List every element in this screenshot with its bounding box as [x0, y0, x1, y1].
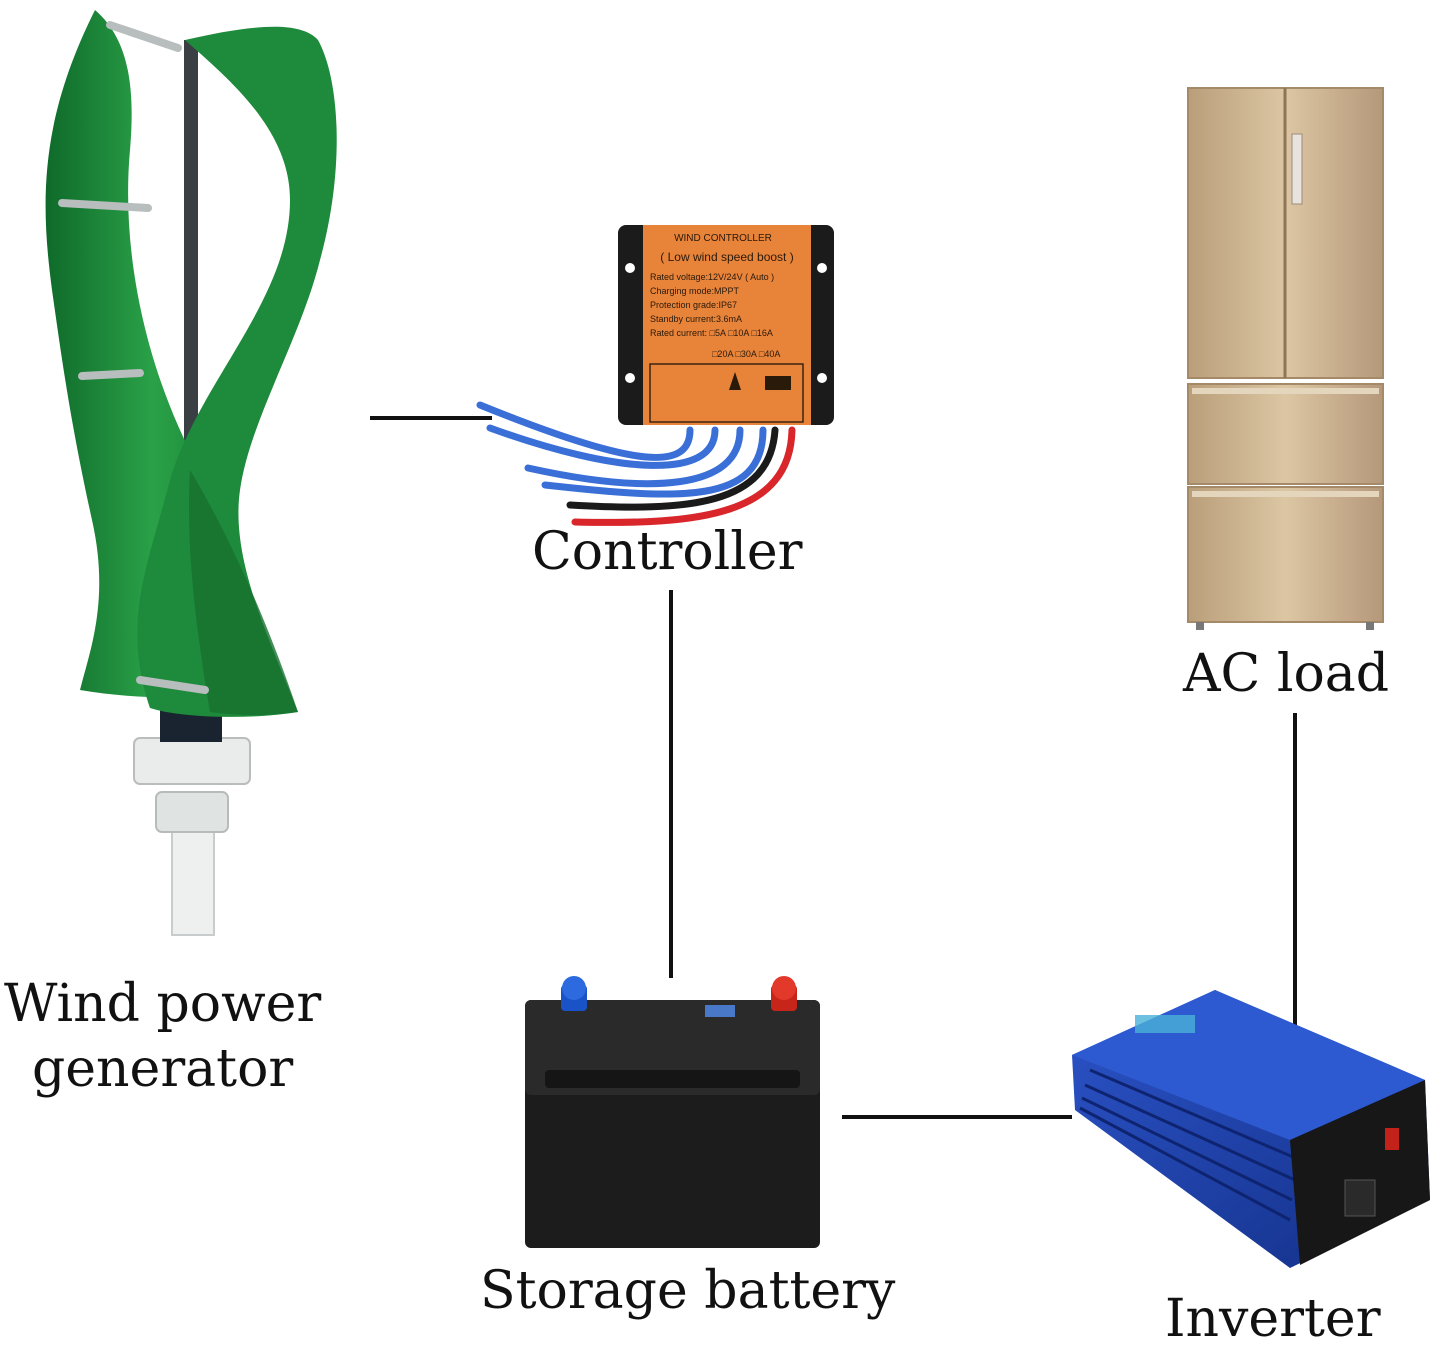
inverter-icon	[1072, 990, 1430, 1268]
refrigerator-icon	[1187, 87, 1384, 630]
controller-spec-line5: Rated current: □5A □10A □16A	[650, 328, 773, 338]
controller-title: WIND CONTROLLER	[674, 233, 772, 244]
label-controller: Controller	[532, 522, 803, 582]
label-storage-battery: Storage battery	[480, 1261, 896, 1321]
label-inverter: Inverter	[1165, 1289, 1381, 1349]
battery-icon	[525, 976, 820, 1248]
controller-spec-line4: Standby current:3.6mA	[650, 314, 742, 324]
label-wind-generator-line1: Wind power	[4, 974, 322, 1034]
controller-spec-line6: □20A □30A □40A	[712, 349, 780, 359]
connection-lines	[370, 416, 1297, 1119]
controller-spec-line3: Protection grade:IP67	[650, 300, 737, 310]
controller-subtitle: ( Low wind speed boost )	[660, 250, 793, 264]
controller-spec-line2: Charging mode:MPPT	[650, 286, 740, 296]
controller-spec-line1: Rated voltage:12V/24V ( Auto )	[650, 272, 774, 282]
label-wind-generator-line2: generator	[32, 1039, 294, 1099]
controller-device-icon: WIND CONTROLLER ( Low wind speed boost )…	[476, 225, 834, 526]
label-ac-load: AC load	[1183, 644, 1390, 704]
wind-turbine-icon	[45, 10, 337, 936]
